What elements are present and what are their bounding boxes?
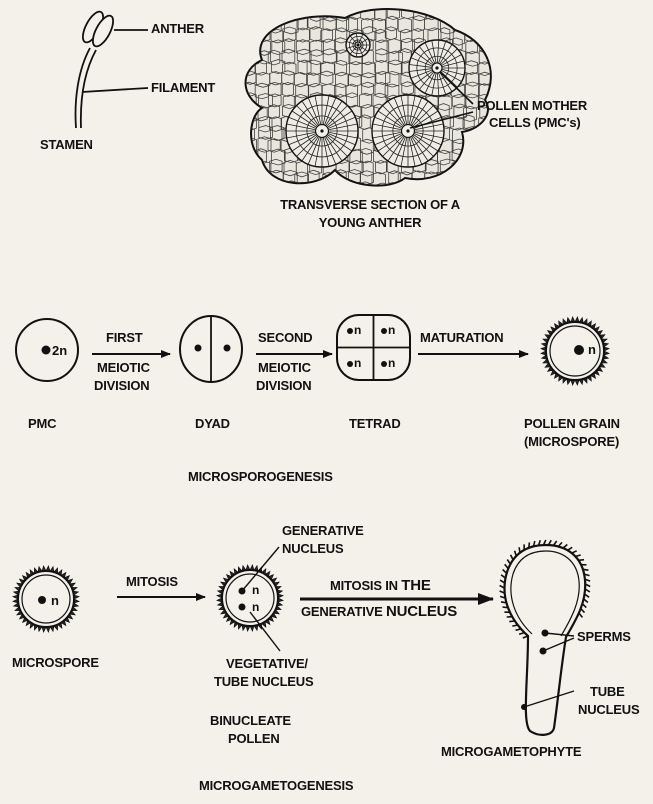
tetrad-nucleus-br <box>381 361 387 367</box>
stamen-label: STAMEN <box>40 136 93 153</box>
pollen-nucleus <box>574 345 584 355</box>
tetrad-nucleus-bl <box>347 361 353 367</box>
microspore-n: n <box>51 594 59 607</box>
tetrad-n-br: n <box>388 357 395 370</box>
dyad-nucleus-right <box>224 345 231 352</box>
microspore-nucleus <box>38 596 46 604</box>
binucleate-label-2: POLLEN <box>228 730 280 747</box>
dyad-label: DYAD <box>195 415 230 432</box>
mitosis-label: MITOSIS <box>126 573 178 590</box>
vegetative-n: n <box>252 601 259 614</box>
pollen-grain-n: n <box>588 343 596 356</box>
pmc-ploidy-label: 2n <box>52 344 67 357</box>
pmc-label: PMC <box>28 415 56 432</box>
generative-line-bold: NUCLEUS <box>386 603 457 620</box>
microspore-label: MICROSPORE <box>12 654 99 671</box>
tetrad-nucleus-tl <box>347 328 353 334</box>
sporangium-bottom-left <box>286 95 358 167</box>
sperms-label: SPERMS <box>577 628 631 645</box>
anther-lobes <box>79 9 117 50</box>
vegetative-label-2: TUBE NUCLEUS <box>214 673 313 690</box>
stamen-drawing <box>76 9 148 128</box>
pollen-grain-label: POLLEN GRAIN <box>524 415 620 432</box>
tetrad-nucleus-tr <box>381 328 387 334</box>
generative-nucleus-label-2: NUCLEUS <box>282 540 343 557</box>
tetrad-n-bl: n <box>354 357 361 370</box>
binucleate-pollen-grain <box>217 565 283 631</box>
generative-line-prefix: GENERATIVE <box>301 604 386 619</box>
tube-label-2: NUCLEUS <box>578 701 639 718</box>
pmc-label-line2: CELLS (PMC's) <box>489 114 581 131</box>
mitosis-in-label: MITOSIS IN THE <box>330 577 431 594</box>
binucleate-label-1: BINUCLEATE <box>210 712 291 729</box>
microgametophyte-label: MICROGAMETOPHYTE <box>441 743 581 760</box>
second-meiosis-sub2: DIVISION <box>256 377 311 394</box>
tetrad-n-tr: n <box>388 324 395 337</box>
anther-caption-line1: TRANSVERSE SECTION OF A <box>230 196 510 213</box>
microsporogenesis-title: MICROSPOROGENESIS <box>188 468 333 485</box>
microgametogenesis-title: MICROGAMETOGENESIS <box>199 777 353 794</box>
tube-label-1: TUBE <box>590 683 625 700</box>
microspore-paren-label: (MICROSPORE) <box>524 433 619 450</box>
tetrad-label: TETRAD <box>349 415 401 432</box>
mitosis-in-bold: THE <box>401 577 430 594</box>
first-meiosis-label: FIRST <box>106 329 143 346</box>
maturation-label: MATURATION <box>420 329 503 346</box>
filament-label: FILAMENT <box>151 79 215 96</box>
sporangium-bottom-right <box>372 95 444 167</box>
tetrad-n-tl: n <box>354 324 361 337</box>
dyad-nucleus-left <box>195 345 202 352</box>
second-meiosis-sub1: MEIOTIC <box>258 359 311 376</box>
filament-pointer <box>82 88 148 92</box>
generative-n: n <box>252 584 259 597</box>
mitosis-in-prefix: MITOSIS IN <box>330 578 401 593</box>
first-meiosis-sub1: MEIOTIC <box>97 359 150 376</box>
second-meiosis-label: SECOND <box>258 329 312 346</box>
microgametogenesis-row <box>13 540 590 735</box>
pmc-label-line1: POLLEN MOTHER <box>477 97 587 114</box>
anther-caption-line2: YOUNG ANTHER <box>230 214 510 231</box>
microspore-grain <box>13 566 79 632</box>
vegetative-nucleus <box>239 604 246 611</box>
anther-label: ANTHER <box>151 20 204 37</box>
pmc-nucleus <box>42 346 51 355</box>
first-meiosis-sub2: DIVISION <box>94 377 149 394</box>
generative-nucleus-label-1: GENERATIVE <box>282 522 364 539</box>
generative-nucleus-line: GENERATIVE NUCLEUS <box>301 603 457 620</box>
sporangium-top-small <box>346 33 370 57</box>
vegetative-label-1: VEGETATIVE/ <box>226 655 308 672</box>
